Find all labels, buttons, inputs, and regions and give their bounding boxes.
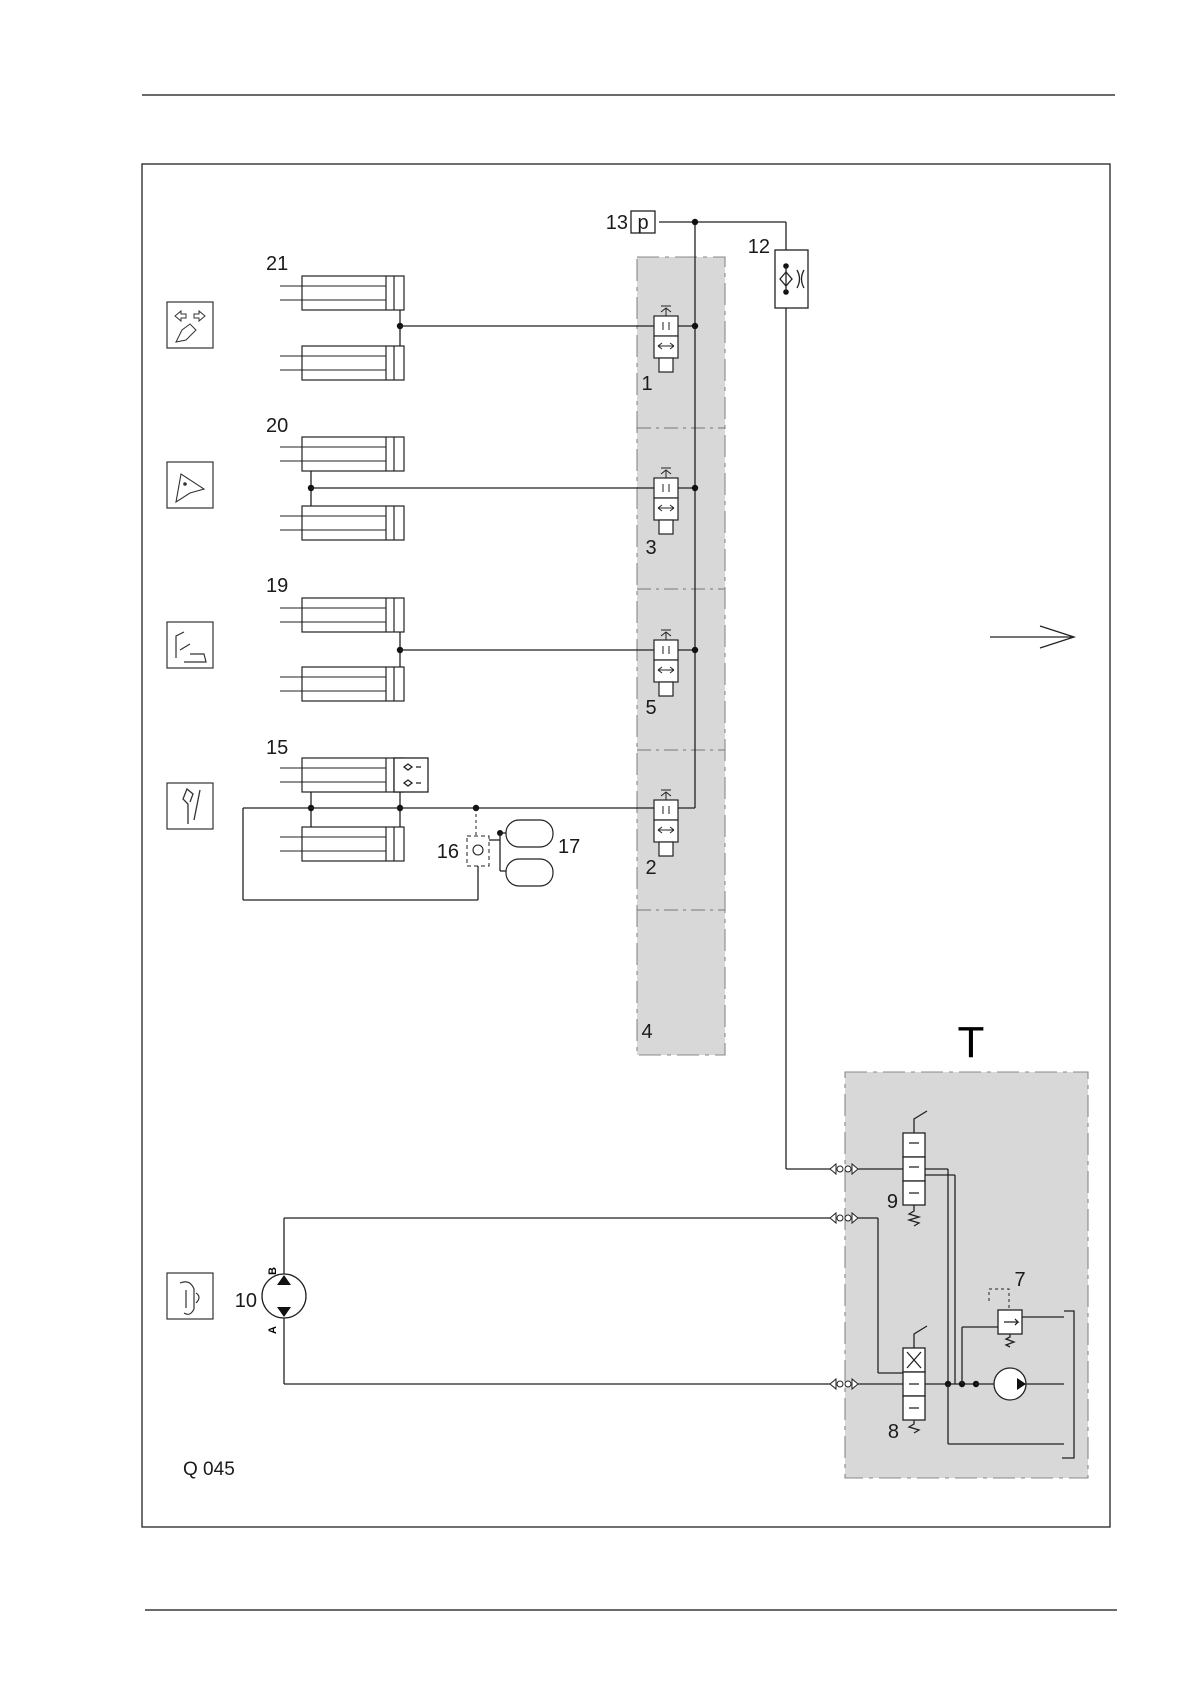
tank-label: T bbox=[958, 1018, 985, 1067]
restrictor-12: 12 bbox=[748, 236, 808, 308]
tank-unit-block bbox=[845, 1072, 1088, 1478]
pressure-sensor-13: p 13 bbox=[606, 211, 655, 234]
label-5: 5 bbox=[645, 697, 656, 719]
seat-lift-icon bbox=[167, 622, 213, 668]
label-12: 12 bbox=[748, 236, 770, 258]
label-16: 16 bbox=[437, 841, 459, 863]
drive-motor-icon bbox=[167, 1273, 213, 1319]
motor-10: B A 10 bbox=[235, 1218, 830, 1384]
label-9: 9 bbox=[887, 1191, 898, 1213]
pressure-sensor-letter: p bbox=[637, 212, 648, 234]
label-21: 21 bbox=[266, 253, 288, 275]
label-15: 15 bbox=[266, 737, 288, 759]
coupling-motor-a bbox=[830, 1379, 858, 1389]
port-a-label: A bbox=[267, 1326, 279, 1334]
direction-arrow bbox=[990, 626, 1074, 648]
label-17: 17 bbox=[558, 836, 580, 858]
cylinder-15: 15 bbox=[243, 737, 654, 900]
cylinder-19: 19 bbox=[266, 575, 654, 701]
port-b-label: B bbox=[267, 1267, 279, 1275]
label-1: 1 bbox=[641, 373, 652, 395]
label-20: 20 bbox=[266, 415, 288, 437]
coupling-pressure bbox=[830, 1164, 858, 1174]
label-2: 2 bbox=[645, 857, 656, 879]
figure-code: Q 045 bbox=[183, 1459, 235, 1480]
coupling-motor-b bbox=[830, 1213, 858, 1223]
tilt-icon bbox=[167, 462, 213, 508]
label-8: 8 bbox=[888, 1421, 899, 1443]
check-valve-16: 16 bbox=[437, 805, 489, 900]
label-7: 7 bbox=[1014, 1269, 1025, 1291]
label-10: 10 bbox=[235, 1290, 257, 1312]
label-3: 3 bbox=[645, 537, 656, 559]
label-19: 19 bbox=[266, 575, 288, 597]
accumulator-17: 17 bbox=[489, 820, 580, 886]
cylinder-21: 21 bbox=[266, 253, 654, 380]
cylinder-20: 20 bbox=[266, 415, 654, 540]
lever-icon bbox=[167, 783, 213, 829]
label-4: 4 bbox=[641, 1021, 652, 1043]
label-13: 13 bbox=[606, 212, 628, 234]
side-shift-icon bbox=[167, 302, 213, 348]
